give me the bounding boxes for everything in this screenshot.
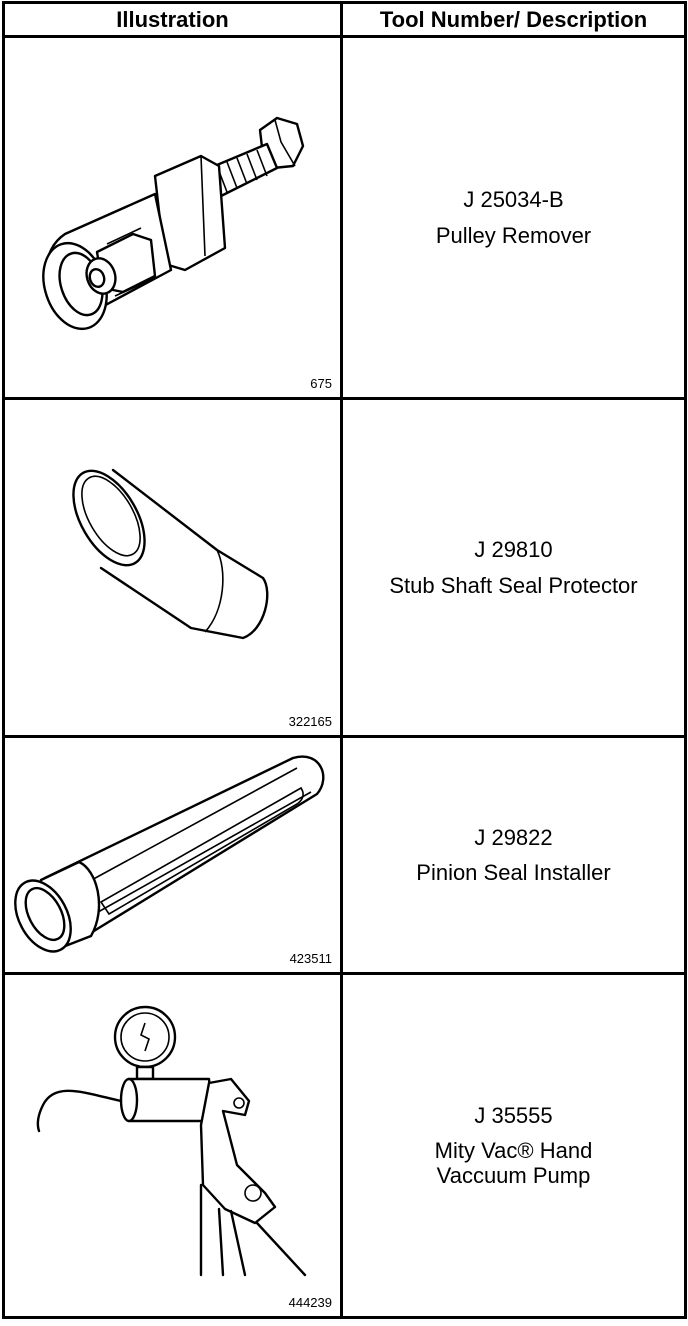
seal-protector-icon — [72, 468, 269, 640]
tool-info-cell: J 29810 Stub Shaft Seal Protector — [340, 397, 687, 738]
vacuum-pump-icon — [36, 1005, 307, 1277]
illustration-cell: 675 — [2, 35, 343, 400]
header-illustration: Illustration — [2, 1, 343, 38]
figure-number: 675 — [310, 376, 332, 391]
figure-number: 444239 — [288, 1295, 332, 1310]
figure-number: 423511 — [289, 951, 332, 966]
illustration-cell: 322165 — [2, 397, 343, 738]
illustration-cell: 423511 — [2, 735, 343, 975]
tool-description: Pulley Remover — [435, 222, 592, 248]
illustration-cell: 444239 — [2, 972, 343, 1319]
header-row: Illustration Tool Number/ Description — [2, 1, 687, 38]
tool-number: J 35555 — [474, 1102, 553, 1128]
table-row: 675 J 25034-B Pulley Remover — [2, 35, 687, 400]
figure-number: 322165 — [288, 714, 332, 729]
tool-info-cell: J 35555 Mity Vac® Hand Vaccuum Pump — [340, 972, 687, 1319]
table-row: 322165 J 29810 Stub Shaft Seal Protector — [2, 397, 687, 738]
pulley-remover-icon — [42, 116, 305, 331]
tool-info-cell: J 29822 Pinion Seal Installer — [340, 735, 687, 975]
header-tool-description: Tool Number/ Description — [340, 1, 687, 38]
tool-description: Mity Vac® Hand Vaccuum Pump — [434, 1137, 593, 1189]
tool-number: J 29822 — [474, 824, 553, 850]
tool-description: Stub Shaft Seal Protector — [389, 572, 638, 598]
tool-number: J 25034-B — [463, 187, 564, 213]
table-row: 423511 J 29822 Pinion Seal Installer — [2, 735, 687, 975]
table-row: 444239 J 35555 Mity Vac® Hand Vaccuum Pu… — [2, 972, 687, 1319]
tool-info-cell: J 25034-B Pulley Remover — [340, 35, 687, 400]
seal-installer-icon — [14, 755, 325, 953]
tool-description: Pinion Seal Installer — [416, 860, 611, 885]
tool-number: J 29810 — [474, 537, 553, 563]
